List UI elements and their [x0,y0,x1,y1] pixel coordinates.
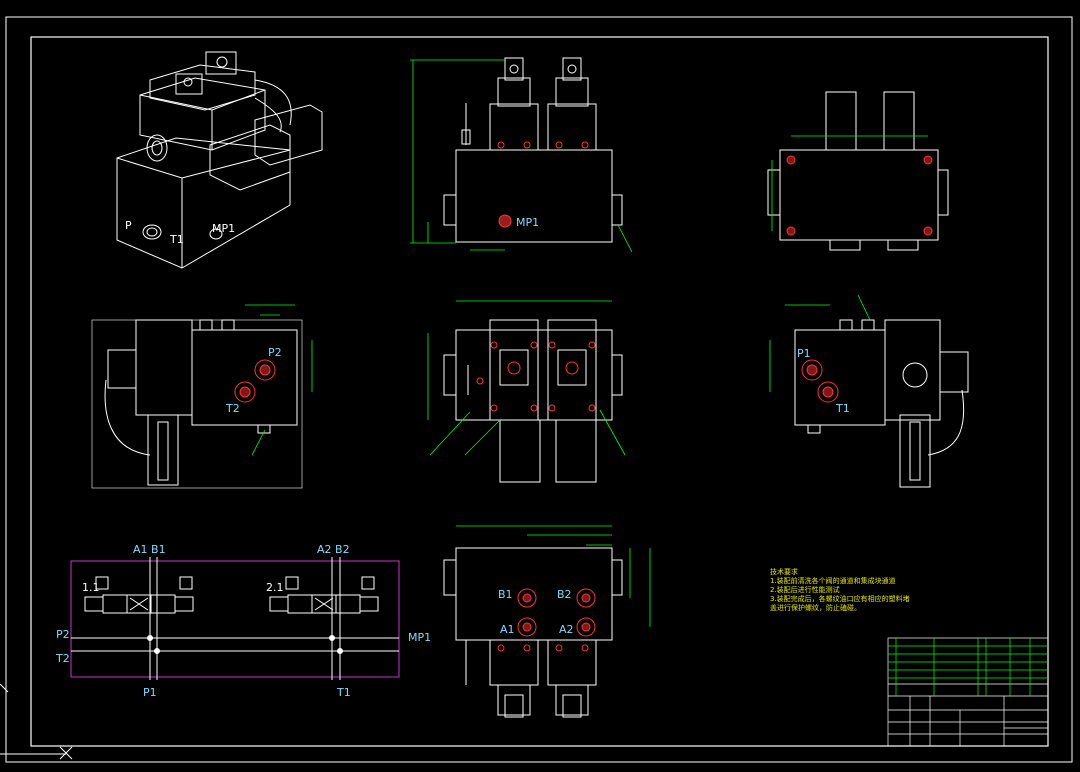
outer-frame [5,16,1073,763]
front-view [443,57,623,243]
center-dims [427,300,626,456]
schem-label-s2: 2.1 [266,581,284,594]
title-block-bom [888,638,1048,696]
isometric-view [116,51,323,269]
iso-label-p: P [125,219,132,232]
left-side-ports [234,359,276,403]
right-side-view [794,319,969,488]
top-right-ports [786,155,933,236]
tech-notes-line4: 盖进行保护螺纹，防止磕碰。 [770,603,861,612]
front-view-dims [410,59,633,253]
title-block [887,637,1049,747]
bottom-label-a1: A1 [500,623,515,636]
top-right-view [767,91,949,251]
top-right-dims [771,135,928,231]
left-side-view [91,319,303,489]
right-side-dims [769,294,871,392]
schem-label-mp1: MP1 [408,631,431,644]
iso-label-t1: T1 [169,233,184,246]
tech-notes-title: 技术要求 [770,567,798,576]
schematic-border [70,560,400,678]
tech-notes-line1: 1.装配前清洗各个阀的通道和集成块通道 [770,576,896,585]
center-ports [476,341,596,412]
left-label-t2: T2 [225,402,240,415]
inner-frame [30,36,1049,747]
bottom-label-a2: A2 [559,623,574,636]
hydraulic-schematic [71,557,399,680]
right-label-t1: T1 [835,402,850,415]
ucs-icon [0,683,73,760]
center-view [443,319,623,483]
schem-label-a1b1: A1 B1 [133,543,166,556]
schem-label-a2b2: A2 B2 [317,543,350,556]
schem-label-p1: P1 [143,686,157,699]
bottom-view-dims [456,525,651,627]
front-view-ports [497,141,589,228]
schem-label-s1: 1.1 [82,581,100,594]
right-side-ports [801,359,839,403]
schem-label-p2: P2 [56,628,70,641]
bottom-label-b2: B2 [557,588,572,601]
bottom-view-ports [497,588,596,652]
right-label-p1: P1 [797,347,811,360]
left-side-dims [245,304,313,456]
tech-notes-line3: 3.装配完成后，各螺纹油口应有相应的塑料堵 [770,594,910,603]
iso-label-mp1: MP1 [212,222,235,235]
front-label-mp1: MP1 [516,216,539,229]
tech-notes-line2: 2.装配后进行性能测试 [770,585,840,594]
bottom-label-b1: B1 [498,588,513,601]
bottom-view [443,547,623,718]
left-label-p2: P2 [268,346,282,359]
schem-label-t2: T2 [55,652,70,665]
schem-label-t1: T1 [336,686,351,699]
